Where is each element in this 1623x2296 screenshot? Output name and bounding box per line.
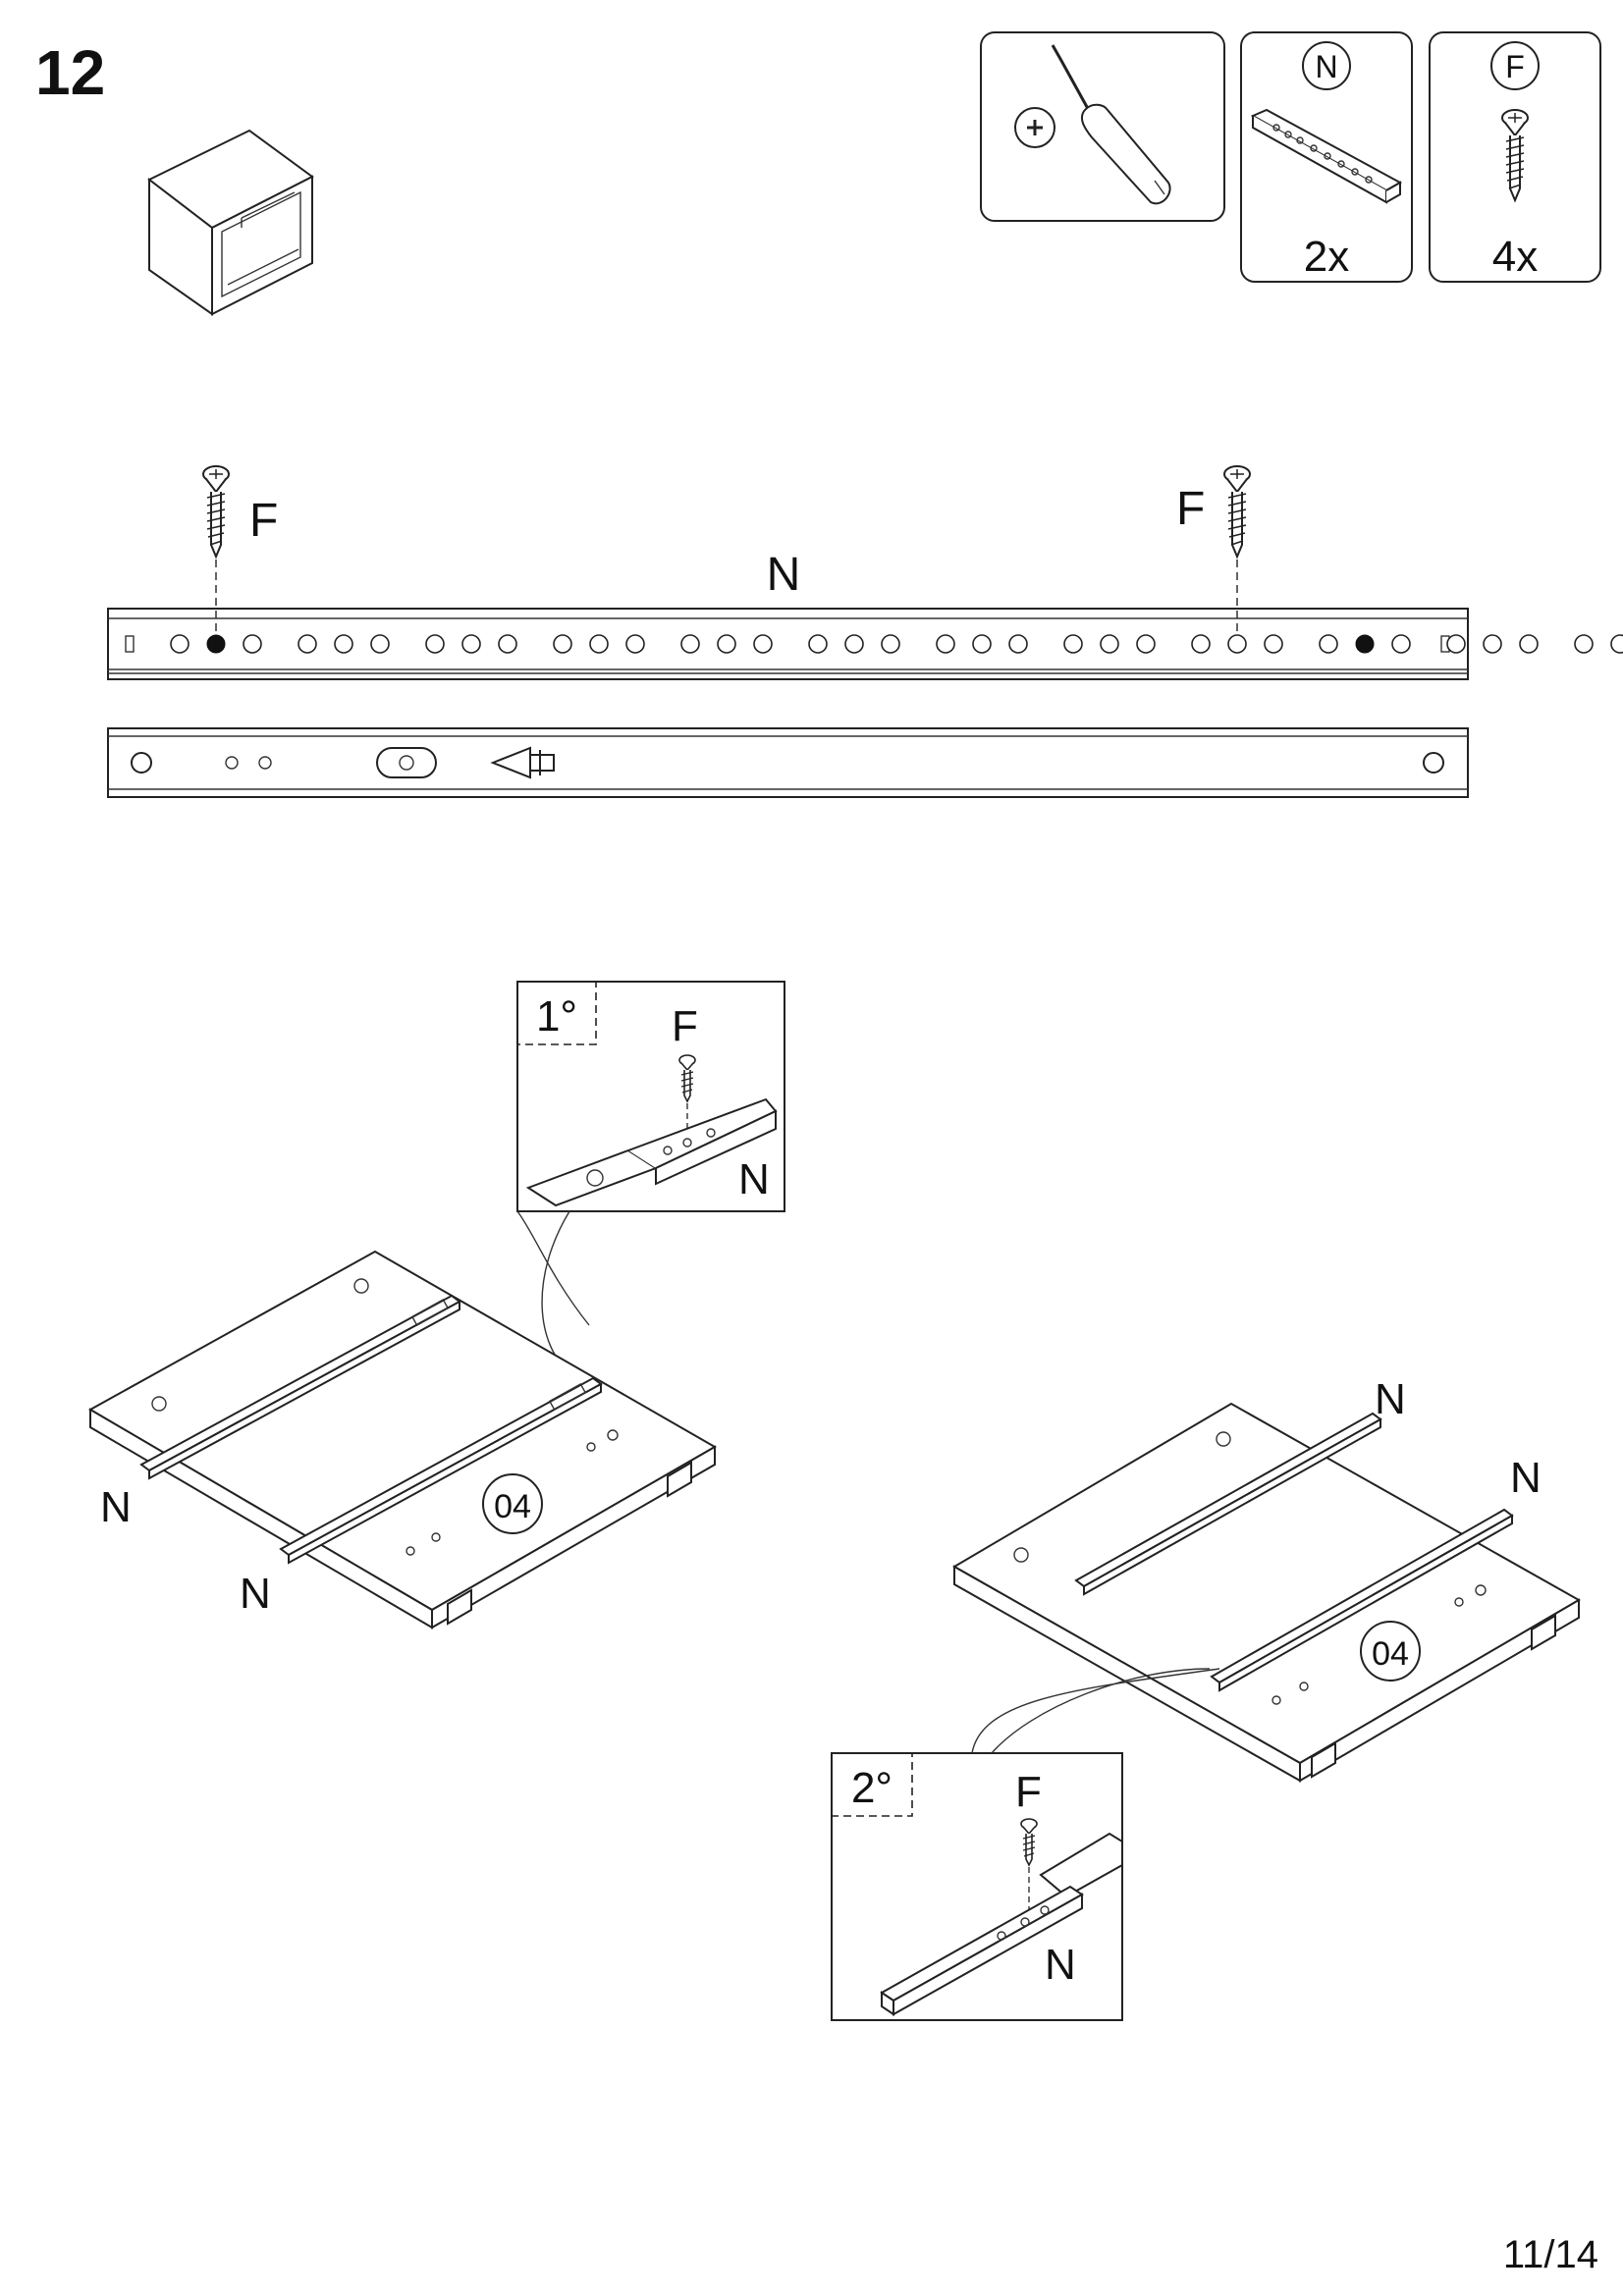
callout-1-screw-icon — [678, 1054, 696, 1102]
rail-left-label-1: N — [100, 1483, 132, 1531]
screw-right-icon — [1223, 465, 1251, 558]
rail-screw-right-label: F — [1176, 483, 1205, 535]
rail-hole — [753, 634, 773, 654]
callout-box-2: 2° F N — [831, 1752, 1123, 2021]
rail-label: N — [767, 549, 801, 601]
drawer-panel-left: 04 — [87, 1250, 718, 1629]
rail-screw-left-label: F — [249, 495, 278, 547]
drawer-panel-right: 04 — [952, 1402, 1582, 1783]
step-number: 12 — [35, 37, 105, 108]
page-number: 11/14 — [1503, 2233, 1598, 2276]
rail-hole — [553, 634, 572, 654]
rail-hole — [1610, 634, 1623, 654]
drawer-runner-icon — [1250, 108, 1403, 204]
rail-hole — [298, 634, 317, 654]
callout-box-1: 1° F N — [516, 981, 785, 1212]
drawer-rail-front-view — [107, 608, 1623, 680]
rail-hole — [1574, 634, 1594, 654]
rail-hole — [1483, 634, 1502, 654]
rail-hole — [589, 634, 609, 654]
screw-icon — [1501, 109, 1529, 201]
panel-right-label: 04 — [1372, 1635, 1409, 1673]
rail-hole — [1446, 634, 1466, 654]
rail-hole — [844, 634, 864, 654]
rail-hole — [680, 634, 700, 654]
rail-right-label-1: N — [1375, 1375, 1406, 1423]
rail-hole — [1191, 634, 1211, 654]
assembly-left: 1° F N 04 — [87, 981, 785, 1629]
callout-step-2: 2° — [851, 1764, 893, 1812]
rail-hole — [808, 634, 828, 654]
rail-hole — [170, 634, 189, 654]
part-f-id: F — [1505, 49, 1525, 84]
rail-left-label-2: N — [240, 1570, 271, 1618]
part-f-qty: 4x — [1492, 233, 1538, 281]
rail-hole — [1008, 634, 1028, 654]
cabinet-thumbnail-icon — [147, 129, 314, 316]
rail-hole — [461, 634, 481, 654]
rail-hole — [717, 634, 736, 654]
rail-hole — [498, 634, 517, 654]
rail-hole — [1319, 634, 1338, 654]
rail-detail: F F N — [107, 465, 1623, 798]
drawer-rail-side-view — [107, 727, 1469, 798]
phillips-screwdriver-icon — [1014, 44, 1171, 205]
rail-hole — [1355, 634, 1375, 654]
assembly-right: 04 N N 2° F N — [831, 1375, 1582, 2021]
callout-2-rail-label: N — [1045, 1941, 1076, 1989]
rail-hole — [243, 634, 262, 654]
callout-1-screw-label: F — [672, 1002, 698, 1050]
rail-hole — [1063, 634, 1083, 654]
screw-left-icon — [202, 465, 230, 558]
callout-step-1: 1° — [536, 992, 577, 1041]
rail-hole — [1227, 634, 1247, 654]
rail-hole — [936, 634, 955, 654]
rail-hole — [1136, 634, 1156, 654]
rail-hole — [206, 634, 226, 654]
part-n-qty: 2x — [1304, 233, 1349, 281]
rail-hole — [1100, 634, 1119, 654]
part-n-id: N — [1315, 49, 1337, 84]
rail-hole — [972, 634, 992, 654]
rail-right-1 — [1074, 1412, 1382, 1596]
rail-left-2 — [279, 1376, 603, 1565]
rail-hole — [1519, 634, 1539, 654]
rail-hole — [334, 634, 353, 654]
panel-left-label: 04 — [494, 1488, 531, 1525]
callout-2-screw-icon — [1020, 1818, 1038, 1866]
parts-box: N 2x F 4x — [980, 31, 1601, 283]
callout-1-rail-label: N — [738, 1155, 770, 1203]
rail-left-1 — [139, 1294, 461, 1480]
rail-hole — [625, 634, 645, 654]
rail-hole — [1264, 634, 1283, 654]
rail-hole — [881, 634, 900, 654]
rail-hole — [425, 634, 445, 654]
rail-hole — [370, 634, 390, 654]
rail-right-label-2: N — [1510, 1454, 1542, 1502]
rail-right-2 — [1210, 1508, 1514, 1692]
rail-hole — [1391, 634, 1411, 654]
callout-2-screw-label: F — [1015, 1768, 1042, 1816]
